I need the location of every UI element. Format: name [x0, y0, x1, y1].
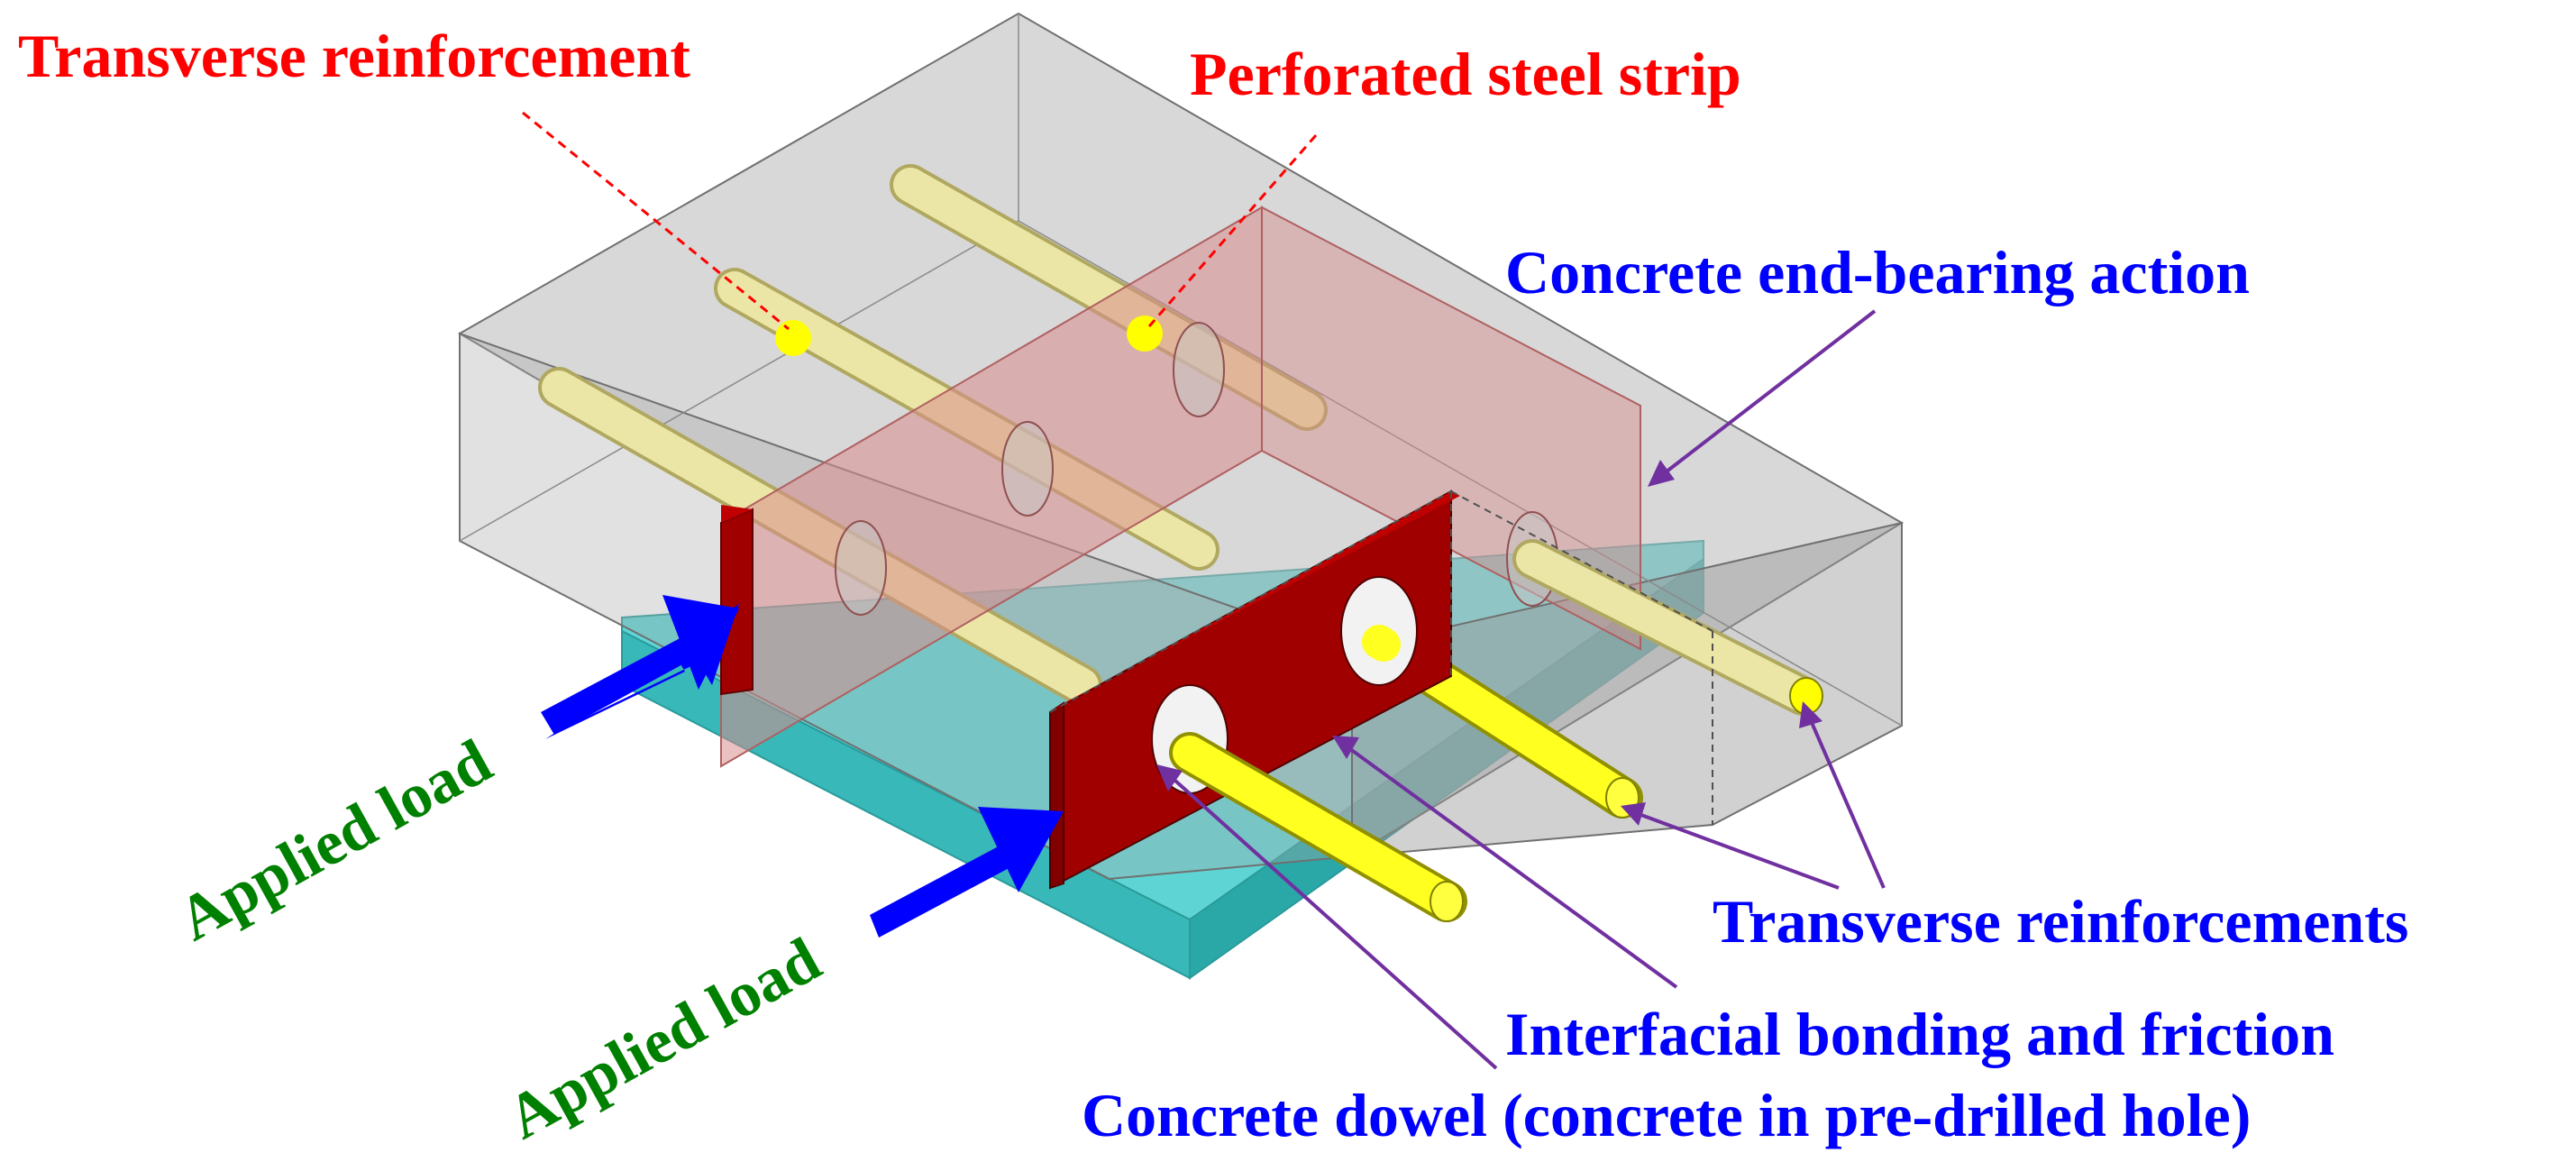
label-transverse-reinforcements: Transverse reinforcements [1713, 887, 2408, 956]
purple-leader-lines [1165, 309, 1886, 1070]
label-concrete-dowel: Concrete dowel (concrete in pre-drilled … [1082, 1081, 2251, 1149]
steel-strip-front [1049, 489, 1460, 890]
label-applied-load-1: Applied load [167, 727, 503, 955]
applied-load-arrow-1 [541, 595, 739, 739]
label-interfacial-bonding: Interfacial bonding and friction [1505, 1000, 2334, 1068]
label-applied-load-2: Applied load [496, 925, 832, 1153]
dashed-outline [1049, 490, 1713, 825]
marker-dot-strip [1127, 316, 1163, 352]
applied-load-arrow-2 [870, 807, 1064, 938]
rebar-right-embedded [1512, 539, 1823, 716]
rebar-exposed-middle [1362, 625, 1401, 662]
steel-strip-embedded [720, 206, 1641, 768]
purple-arrowheads [1156, 460, 1822, 826]
steel-strip-left-face [720, 505, 754, 696]
label-concrete-end-bearing: Concrete end-bearing action [1505, 238, 2250, 306]
rebar-exposed-front [1169, 732, 1467, 922]
red-leader-lines [522, 111, 1318, 331]
label-transverse-reinforcement: Transverse reinforcement [18, 22, 690, 90]
marker-dot-reinforcement [775, 320, 811, 356]
label-perforated-steel-strip: Perforated steel strip [1190, 40, 1741, 108]
